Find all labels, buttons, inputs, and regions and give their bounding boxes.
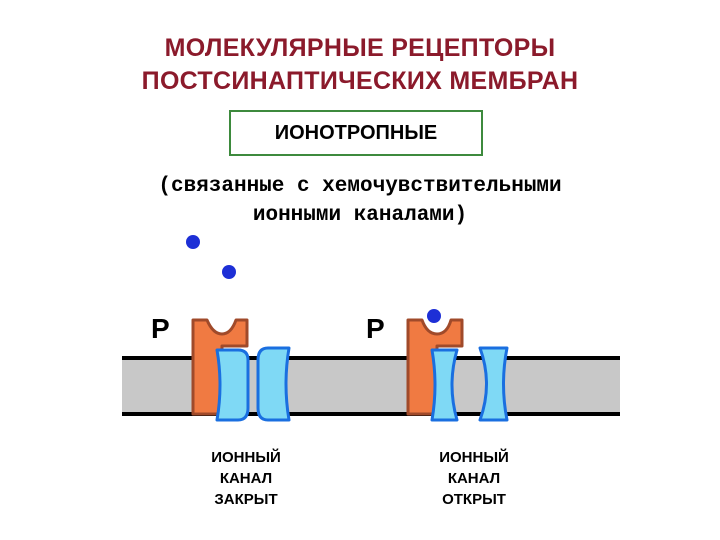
channel-subunit-right — [256, 346, 291, 422]
channel-subunit-left — [430, 348, 459, 422]
channel-subunit-right — [478, 346, 509, 422]
bound-ligand — [427, 309, 441, 323]
channel-label-line: КАНАЛ — [447, 470, 501, 487]
channel-label-line: ИОННЫЙ — [439, 449, 509, 466]
channel-state-label: ИОННЫЙ КАНАЛ ОТКРЫТ — [404, 447, 544, 510]
ionotropic-label-box: ИОНОТРОПНЫЕ — [229, 110, 483, 156]
subtitle: (связанные с хемочувствительными ионными… — [0, 172, 720, 230]
channel-label-line: ЗАКРЫТ — [214, 491, 278, 508]
ligand-molecule — [186, 235, 200, 249]
channel-label-line: ОТКРЫТ — [442, 491, 506, 508]
subtitle-line-2: ионными каналами) — [252, 204, 468, 227]
page-title: МОЛЕКУЛЯРНЫЕ РЕЦЕПТОРЫ ПОСТСИНАПТИЧЕСКИХ… — [0, 32, 720, 98]
channel-label-line: КАНАЛ — [219, 470, 273, 487]
receptor-marker: P — [151, 313, 170, 344]
channel-label-line: ИОННЫЙ — [211, 449, 281, 466]
ligand-molecule — [222, 265, 236, 279]
receptor-marker: P — [366, 313, 385, 344]
channel-subunit-left — [215, 348, 250, 422]
title-line-1: МОЛЕКУЛЯРНЫЕ РЕЦЕПТОРЫ — [164, 34, 556, 62]
channel-state-label: ИОННЫЙ КАНАЛ ЗАКРЫТ — [176, 447, 316, 510]
subtitle-line-1: (связанные с хемочувствительными — [158, 175, 562, 198]
title-line-2: ПОСТСИНАПТИЧЕСКИХ МЕМБРАН — [141, 67, 579, 95]
